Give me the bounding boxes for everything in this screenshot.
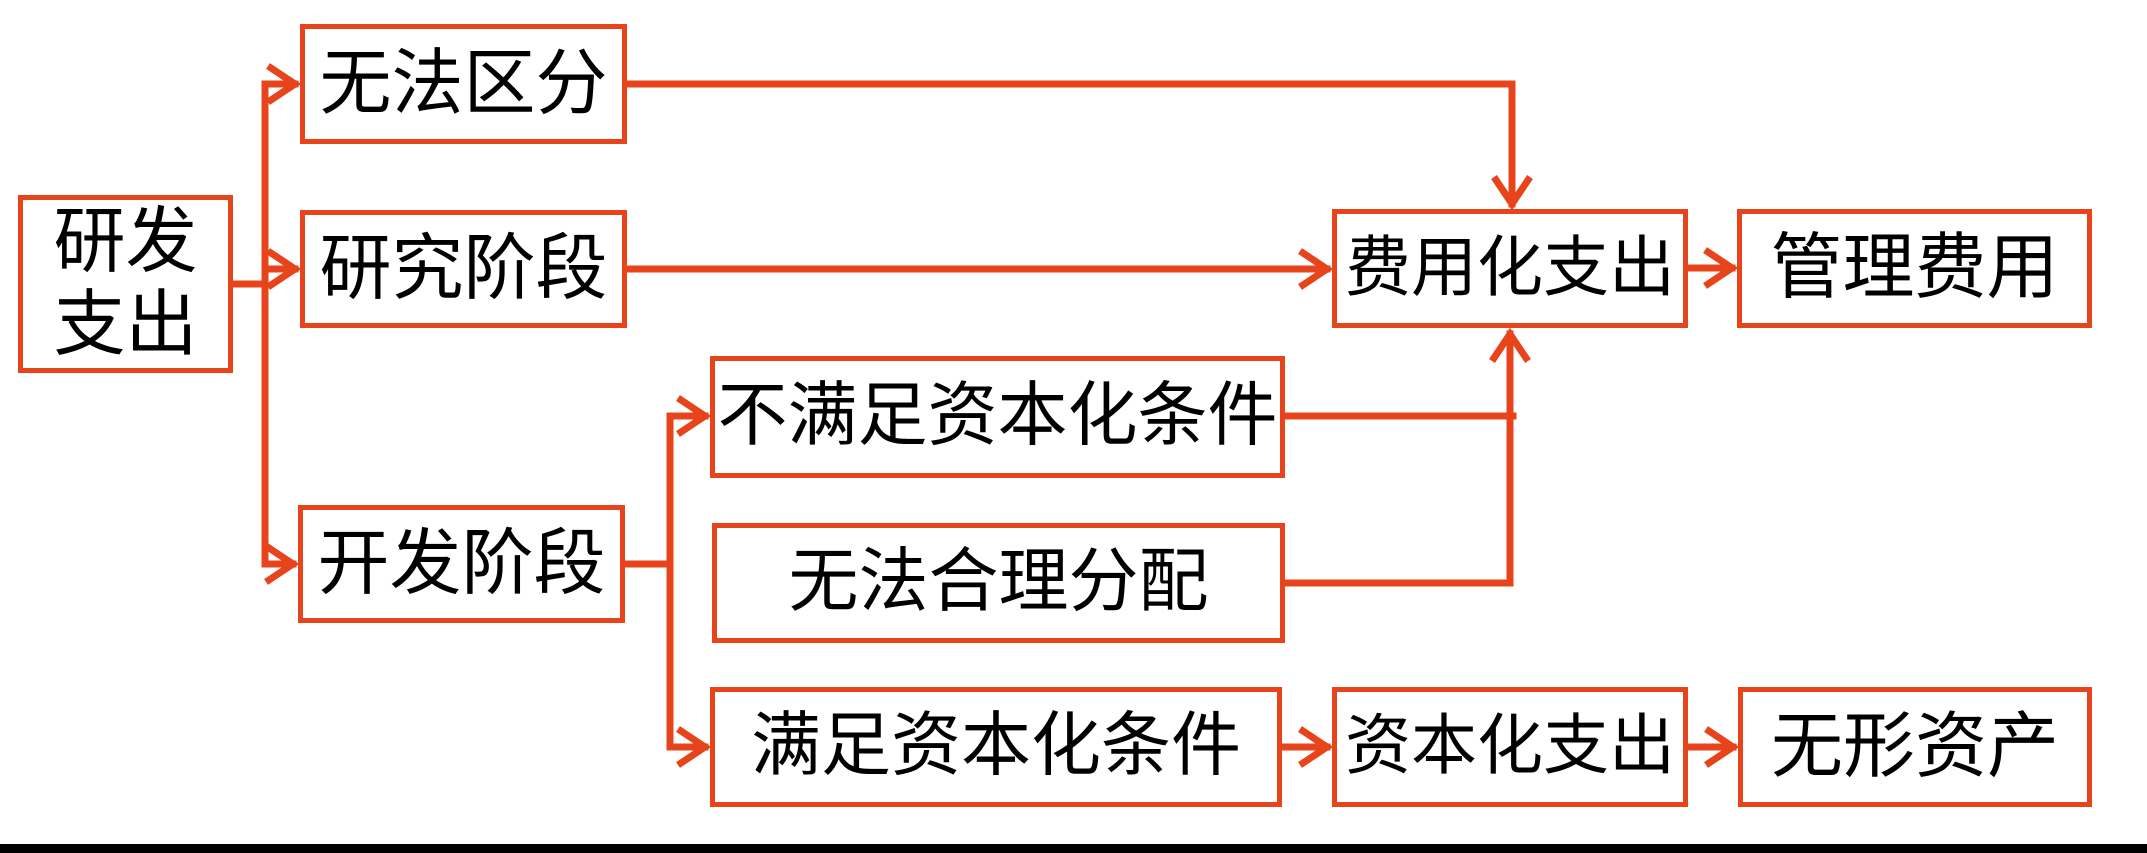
edge-cannot-distinguish-to-expensed: [623, 80, 1533, 211]
node-rd-expenditure: 研发支出: [18, 195, 233, 373]
node-not-meet-capitalization-label: 不满足资本化条件: [717, 377, 1278, 455]
node-cannot-allocate-label: 无法合理分配: [788, 543, 1209, 621]
node-meet-capitalization: 满足资本化条件: [710, 687, 1282, 807]
node-cannot-allocate: 无法合理分配: [712, 523, 1285, 643]
node-cannot-distinguish: 无法区分: [300, 24, 627, 144]
node-expensed-expenditure: 费用化支出: [1332, 209, 1688, 328]
node-research-phase: 研究阶段: [300, 210, 627, 328]
node-admin-expense: 管理费用: [1737, 209, 2092, 328]
node-development-phase: 开发阶段: [298, 505, 625, 623]
node-admin-expense-label: 管理费用: [1770, 228, 2059, 309]
edge-cannot-allocate-to-expensed: [1281, 327, 1531, 587]
node-capitalized-expenditure: 资本化支出: [1332, 687, 1688, 807]
node-capitalized-expenditure-label: 资本化支出: [1345, 710, 1675, 784]
bottom-border-bar: [0, 844, 2147, 853]
node-meet-capitalization-label: 满足资本化条件: [751, 707, 1241, 785]
node-expensed-expenditure-label: 费用化支出: [1345, 231, 1675, 305]
node-cannot-distinguish-label: 无法区分: [319, 43, 608, 124]
node-rd-expenditure-label: 研发支出: [53, 202, 198, 365]
node-intangible-asset-label: 无形资产: [1770, 706, 2059, 787]
node-development-phase-label: 开发阶段: [317, 523, 606, 604]
node-research-phase-label: 研究阶段: [319, 228, 608, 309]
node-not-meet-capitalization: 不满足资本化条件: [710, 356, 1285, 478]
node-intangible-asset: 无形资产: [1738, 687, 2092, 807]
